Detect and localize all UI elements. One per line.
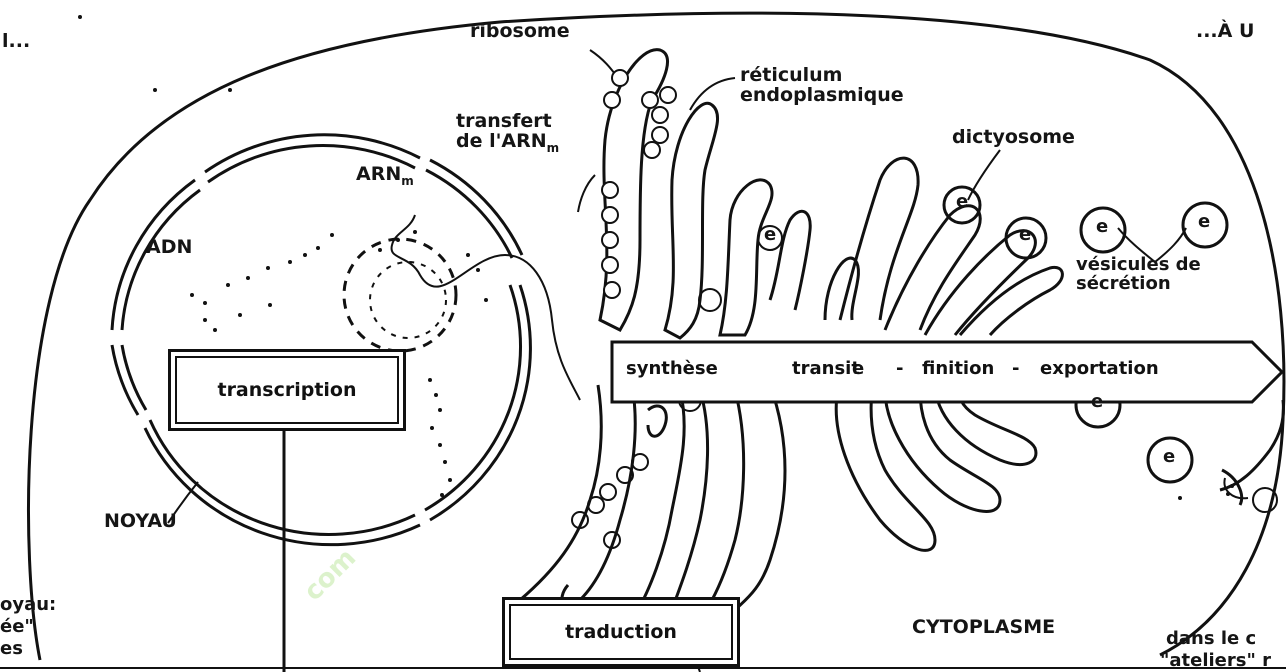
band-finition: finition xyxy=(922,358,994,379)
left-fragment-2: ée" xyxy=(0,618,34,637)
transcription-box-inner: transcription xyxy=(175,356,399,424)
traduction-box-inner: traduction xyxy=(509,604,733,660)
transfert-label: transfert de l'ARNm xyxy=(456,112,559,152)
ribosomes xyxy=(572,70,676,548)
nucleus xyxy=(112,135,530,545)
cytoplasme-label: CYTOPLASME xyxy=(912,618,1055,638)
vesicules-label: vésicules de sécrétion xyxy=(1076,256,1201,294)
dictyosome-label: dictyosome xyxy=(952,128,1075,148)
reticulum-label: réticulum endoplasmique xyxy=(740,66,904,106)
band-synthese: synthèse xyxy=(626,358,718,379)
vesicle-letter-6: e xyxy=(1163,448,1175,467)
rough-er-lower xyxy=(520,385,785,622)
vesicle-letter-4: e xyxy=(1198,213,1210,232)
vesicle-letter-5: e xyxy=(1091,393,1103,412)
traduction-box: traduction xyxy=(502,597,740,667)
dictyosome xyxy=(825,158,1062,335)
nucleolus-inner xyxy=(370,262,446,338)
vesicle-letter-3: e xyxy=(1096,218,1108,237)
corner-left-text: l... xyxy=(2,32,30,52)
corner-right-text: ...À U xyxy=(1196,22,1254,42)
reticulum-label-line2: endoplasmique xyxy=(740,86,904,106)
vesicules-label-line2: sécrétion xyxy=(1076,275,1201,294)
transfert-label-sub: m xyxy=(547,141,560,155)
dictyosome-lower xyxy=(836,390,1036,550)
transcription-box-label: transcription xyxy=(217,379,356,401)
arn-label-sub: m xyxy=(401,174,414,188)
noyau-label: NOYAU xyxy=(104,512,177,532)
transcription-box: transcription xyxy=(168,349,406,431)
vesicle-letter-7: e xyxy=(764,226,776,245)
vesicle-letter-2: e xyxy=(1019,226,1031,245)
transfert-label-line1: transfert xyxy=(456,112,559,132)
vesicle-letter-1: e xyxy=(956,193,968,212)
arn-label-text: ARN xyxy=(356,163,401,185)
left-fragment-1: oyau: xyxy=(0,596,56,615)
traduction-box-label: traduction xyxy=(565,621,677,643)
right-fragment-2: "ateliers" r xyxy=(1160,652,1271,671)
transfert-label-text: de l'ARN xyxy=(456,130,547,152)
band-dash-2: - xyxy=(1012,358,1019,379)
reticulum-label-line1: réticulum xyxy=(740,66,904,86)
adn-label: ADN xyxy=(146,238,192,258)
mrna-strand xyxy=(392,215,580,400)
ribosome-label: ribosome xyxy=(470,22,570,42)
band-exportation: exportation xyxy=(1040,358,1159,379)
right-fragment-1: dans le c xyxy=(1166,630,1256,649)
nucleolus xyxy=(344,239,456,351)
transfert-label-line2: de l'ARNm xyxy=(456,132,559,152)
arn-label: ARNm xyxy=(356,165,414,185)
left-fragment-3: es xyxy=(0,640,23,659)
band-transit: transit xyxy=(792,358,860,379)
band-dash-1: - xyxy=(896,358,903,379)
